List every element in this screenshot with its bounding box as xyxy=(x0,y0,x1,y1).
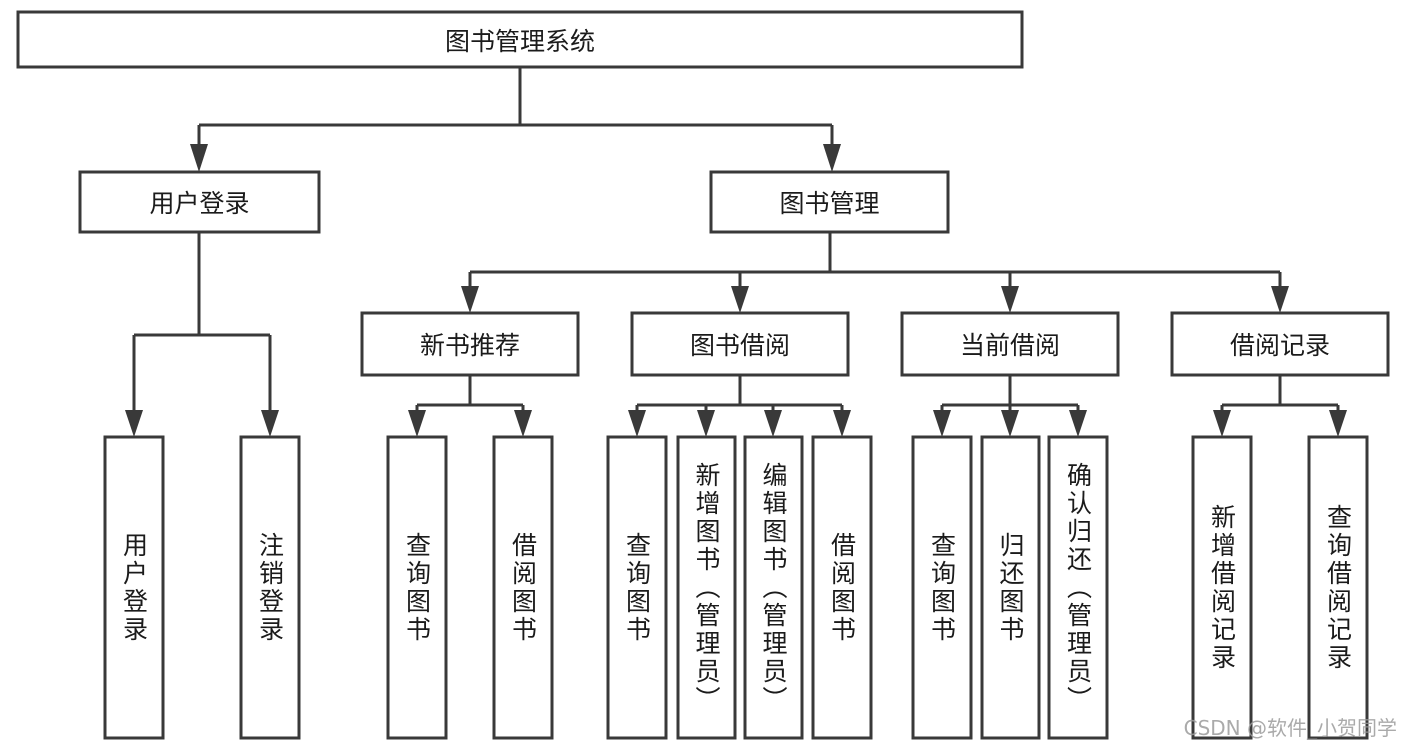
node-leaf-query-book-3-box[interactable] xyxy=(911,435,973,740)
node-borrow-record-box[interactable] xyxy=(1170,311,1390,377)
connector-bookborrow-to-leaves xyxy=(628,375,851,437)
connector-bookmanage-to-level3 xyxy=(461,232,1289,313)
node-current-borrow-box[interactable] xyxy=(900,311,1120,377)
node-leaf-return-book-box[interactable] xyxy=(980,435,1041,740)
node-leaf-confirm-return-box[interactable] xyxy=(1047,435,1109,740)
node-leaf-add-record-box[interactable] xyxy=(1191,435,1253,740)
node-leaf-borrow-book-2-box[interactable] xyxy=(811,435,873,740)
node-user-login-box[interactable] xyxy=(78,170,321,234)
connector-root-to-level2 xyxy=(190,67,841,172)
connector-newbookrec-to-leaves xyxy=(408,375,532,437)
node-leaf-query-record-box[interactable] xyxy=(1307,435,1369,740)
connector-borrowrecord-to-leaves xyxy=(1213,375,1347,437)
node-leaf-query-book-1-box[interactable] xyxy=(386,435,448,740)
node-new-book-rec-box[interactable] xyxy=(360,311,580,377)
node-book-manage-box[interactable] xyxy=(709,170,950,234)
node-leaf-user-login-box[interactable] xyxy=(103,435,165,740)
connector-userlogin-to-leaves xyxy=(125,232,279,437)
node-leaf-edit-book-box[interactable] xyxy=(743,435,804,740)
node-leaf-query-book-2-box[interactable] xyxy=(606,435,668,740)
node-leaf-add-book-box[interactable] xyxy=(676,435,737,740)
node-book-borrow-box[interactable] xyxy=(630,311,850,377)
node-root-box[interactable] xyxy=(16,10,1024,69)
node-leaf-user-logout-box[interactable] xyxy=(239,435,301,740)
connector-currentborrow-to-leaves xyxy=(933,375,1087,437)
node-leaf-borrow-book-1-box[interactable] xyxy=(492,435,554,740)
